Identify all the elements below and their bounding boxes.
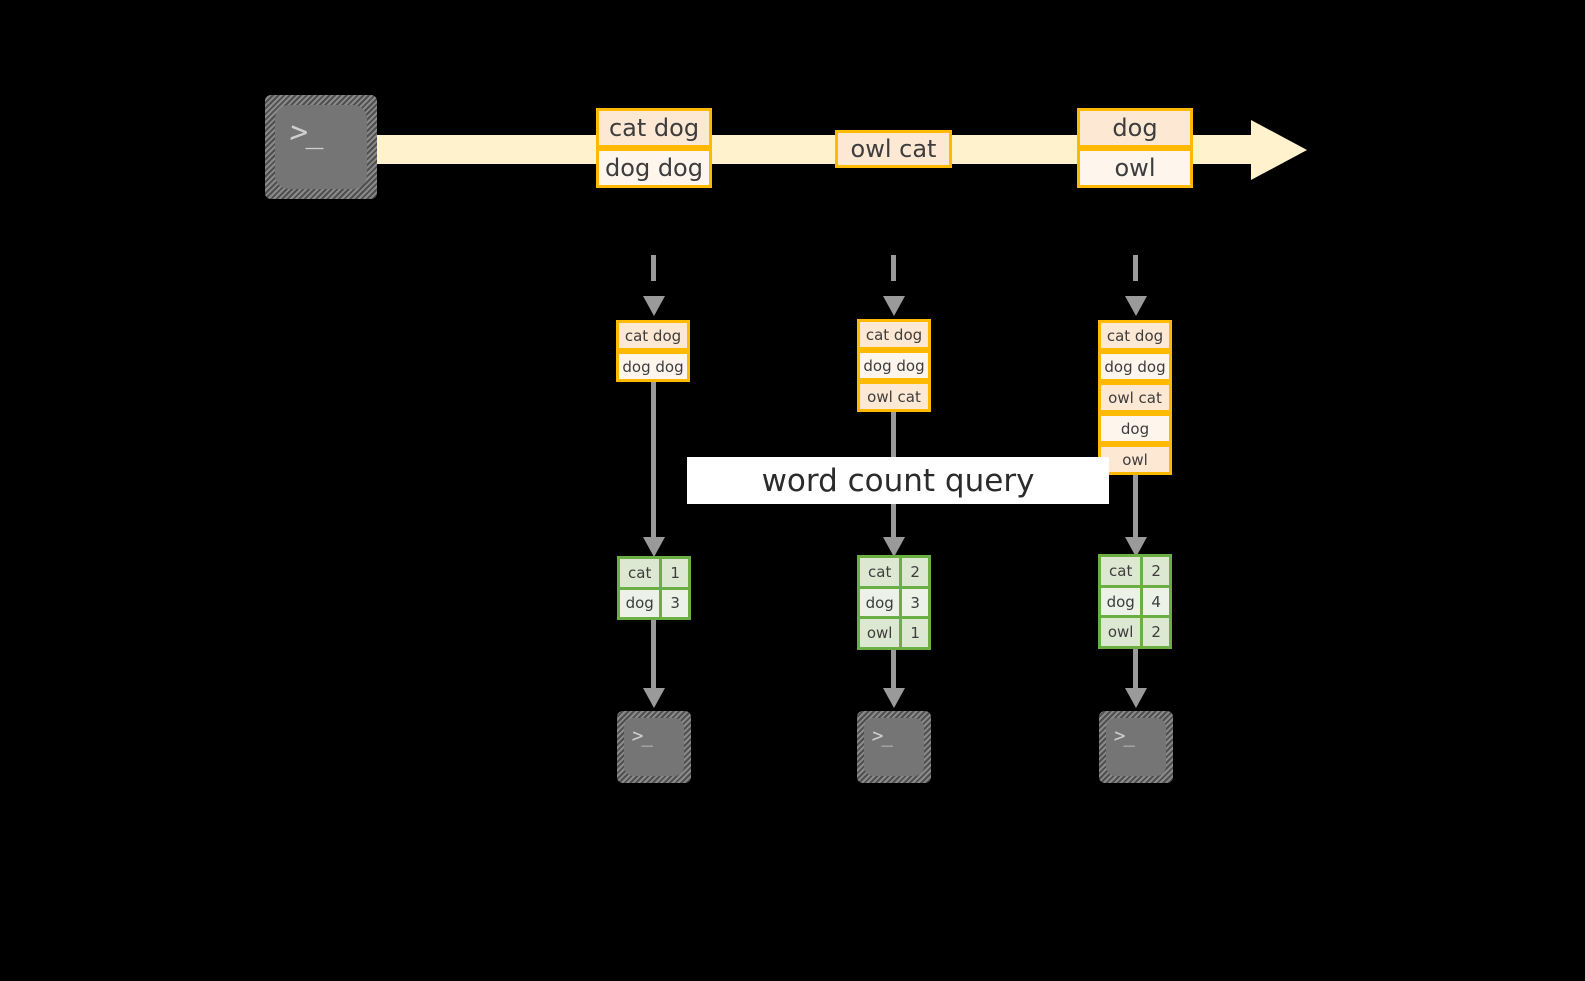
result-3-word-2: dog — [1101, 587, 1144, 616]
result-2-word-2: dog — [860, 588, 903, 617]
sink-terminal-icon-2: >_ — [857, 711, 931, 783]
result-1-word-1: cat — [620, 559, 663, 587]
sink-connector-2-arrowhead — [883, 688, 905, 708]
accumulated-1-row-1: cat dog — [616, 320, 690, 351]
terminal-screen: >_ — [624, 718, 684, 776]
stream-record-batch2-line1: owl cat — [835, 130, 952, 168]
accumulated-2-row-2: dog dog — [857, 350, 931, 381]
result-1-count-2: 3 — [662, 589, 688, 617]
sink-terminal-icon-3: >_ — [1099, 711, 1173, 783]
query-connector-3 — [1133, 475, 1138, 552]
terminal-prompt-glyph: >_ — [287, 115, 326, 151]
terminal-screen: >_ — [1106, 718, 1166, 776]
dashed-connector-2 — [891, 255, 896, 302]
result-2-count-2: 3 — [902, 588, 928, 617]
terminal-prompt-glyph: >_ — [631, 725, 655, 748]
result-3-word-1: cat — [1101, 557, 1144, 585]
result-2-word-3: owl — [860, 619, 903, 648]
accumulated-1-row-2: dog dog — [616, 351, 690, 382]
result-2-word-1: cat — [860, 558, 903, 586]
result-3-word-3: owl — [1101, 618, 1144, 647]
table-row: cat 2 — [860, 558, 928, 589]
terminal-screen: >_ — [864, 718, 924, 776]
dashed-connector-3-arrowhead — [1125, 296, 1147, 316]
result-table-3: cat 2 dog 4 owl 2 — [1098, 554, 1172, 649]
accumulated-2-row-3: owl cat — [857, 381, 931, 412]
table-row: owl 2 — [1101, 618, 1169, 647]
dashed-connector-3 — [1133, 255, 1138, 302]
query-connector-2-arrowhead — [883, 537, 905, 557]
terminal-screen: >_ — [275, 105, 367, 189]
query-connector-3-arrowhead — [1125, 537, 1147, 557]
accumulated-3-row-1: cat dog — [1098, 320, 1172, 351]
table-row: cat 1 — [620, 559, 688, 590]
query-connector-1 — [651, 382, 656, 552]
accumulated-2-row-1: cat dog — [857, 319, 931, 350]
result-table-1: cat 1 dog 3 — [617, 556, 691, 620]
stream-record-batch3-line2: owl — [1077, 148, 1193, 188]
result-3-count-1: 2 — [1143, 557, 1169, 585]
terminal-prompt-glyph: >_ — [871, 725, 895, 748]
stream-record-batch1-line1: cat dog — [596, 108, 712, 148]
dashed-connector-1-arrowhead — [643, 296, 665, 316]
table-row: dog 3 — [860, 588, 928, 620]
table-row: owl 1 — [860, 619, 928, 648]
sink-connector-3-arrowhead — [1125, 688, 1147, 708]
result-1-count-1: 1 — [662, 559, 688, 587]
source-terminal-icon: >_ — [265, 95, 377, 199]
sink-connector-1 — [651, 620, 656, 690]
table-row: dog 3 — [620, 589, 688, 617]
result-2-count-1: 2 — [902, 558, 928, 586]
sink-terminal-icon-1: >_ — [617, 711, 691, 783]
result-3-count-3: 2 — [1143, 618, 1169, 647]
stream-record-batch1-line2: dog dog — [596, 148, 712, 188]
accumulated-3-row-4: dog — [1098, 413, 1172, 444]
sink-connector-1-arrowhead — [643, 688, 665, 708]
result-table-2: cat 2 dog 3 owl 1 — [857, 555, 931, 650]
accumulated-3-row-5: owl — [1098, 444, 1172, 475]
accumulated-3-row-2: dog dog — [1098, 351, 1172, 382]
table-row: cat 2 — [1101, 557, 1169, 588]
query-label: word count query — [687, 457, 1109, 504]
stream-timeline-arrowhead — [1251, 120, 1307, 180]
table-row: dog 4 — [1101, 587, 1169, 619]
result-1-word-2: dog — [620, 589, 663, 617]
sink-connector-2 — [891, 650, 896, 690]
dashed-connector-1 — [651, 255, 656, 302]
accumulated-3-row-3: owl cat — [1098, 382, 1172, 413]
sink-connector-3 — [1133, 649, 1138, 690]
result-3-count-2: 4 — [1143, 587, 1169, 616]
terminal-prompt-glyph: >_ — [1113, 725, 1137, 748]
result-2-count-3: 1 — [902, 619, 928, 648]
query-connector-1-arrowhead — [643, 537, 665, 557]
dashed-connector-2-arrowhead — [883, 296, 905, 316]
stream-record-batch3-line1: dog — [1077, 108, 1193, 148]
